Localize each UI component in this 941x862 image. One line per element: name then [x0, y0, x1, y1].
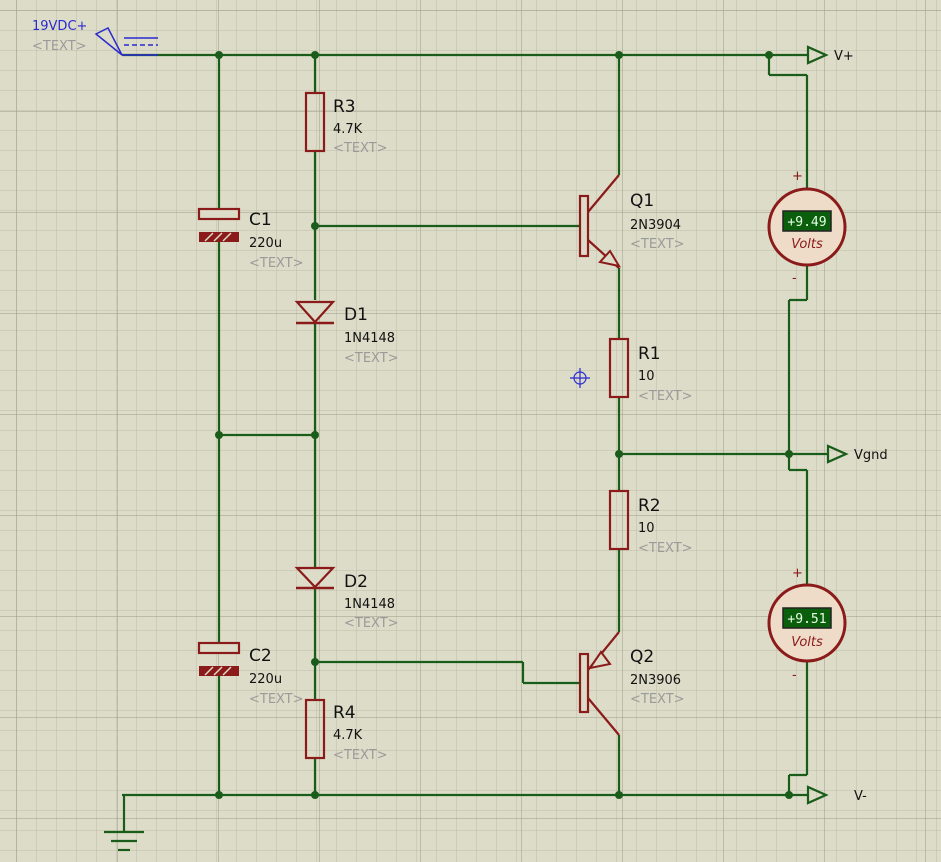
diode-icon — [294, 566, 336, 590]
junction-dots — [215, 51, 793, 799]
terminal-vplus[interactable]: V+ — [806, 45, 854, 65]
component-text: <TEXT> — [630, 237, 685, 252]
voltmeter-bottom[interactable]: +9.51 Volts + - — [767, 566, 847, 683]
lcd-display — [782, 607, 832, 629]
component-text: <TEXT> — [249, 692, 304, 707]
source-arrow-icon — [94, 26, 158, 56]
terminal-arrow-icon — [806, 785, 829, 805]
terminal-label: Vgnd — [854, 448, 888, 463]
component-designator: R1 — [638, 344, 661, 364]
diode-icon — [294, 300, 336, 325]
diode-d1[interactable]: D1 1N4148 <TEXT> — [294, 300, 399, 366]
capacitor-c2[interactable]: C2 220u <TEXT> — [197, 641, 304, 707]
transistor-q1[interactable]: Q1 2N3904 <TEXT> — [578, 174, 685, 269]
component-designator: D2 — [344, 572, 368, 592]
resistor-icon — [304, 91, 326, 153]
component-value: 4.7K — [333, 728, 363, 743]
component-designator: C1 — [249, 210, 272, 230]
resistor-r4[interactable]: R4 4.7K <TEXT> — [304, 698, 388, 763]
component-designator: R4 — [333, 703, 356, 723]
terminal-arrow-icon — [806, 45, 829, 65]
source-label: 19VDC+ — [32, 19, 87, 34]
voltmeter-minus-sign: - — [792, 271, 797, 286]
component-designator: C2 — [249, 646, 272, 666]
resistor-r1[interactable]: R1 10 <TEXT> — [608, 337, 693, 404]
resistor-icon — [608, 489, 630, 551]
component-text: <TEXT> — [249, 256, 304, 271]
terminal-label: V- — [854, 789, 867, 804]
component-value: 1N4148 — [344, 597, 395, 612]
component-value: 10 — [638, 521, 655, 536]
voltmeter-unit: Volts — [791, 635, 823, 650]
capacitor-icon — [197, 641, 241, 676]
voltmeter-plus-sign: + — [792, 566, 803, 581]
component-value: 1N4148 — [344, 331, 395, 346]
component-designator: Q2 — [630, 647, 654, 667]
terminal-arrow-icon — [826, 444, 849, 464]
component-value: 220u — [249, 672, 282, 687]
capacitor-icon — [197, 207, 241, 242]
component-text: <TEXT> — [638, 541, 693, 556]
component-value: 2N3904 — [630, 218, 681, 233]
resistor-r3[interactable]: R3 4.7K <TEXT> — [304, 91, 388, 156]
voltmeter-plus-sign: + — [792, 169, 803, 184]
component-text: <TEXT> — [344, 616, 399, 631]
component-designator: R2 — [638, 496, 661, 516]
resistor-icon — [608, 337, 630, 399]
voltmeter-reading: +9.49 — [787, 215, 826, 230]
terminal-vgnd[interactable]: Vgnd — [826, 444, 888, 464]
source-text: <TEXT> — [32, 39, 87, 54]
diode-d2[interactable]: D2 1N4148 <TEXT> — [294, 566, 399, 631]
component-value: 220u — [249, 236, 282, 251]
voltmeter-reading: +9.51 — [787, 612, 826, 627]
component-text: <TEXT> — [333, 141, 388, 156]
wires — [122, 53, 828, 832]
component-value: 4.7K — [333, 122, 363, 137]
component-value: 2N3906 — [630, 673, 681, 688]
component-text: <TEXT> — [344, 351, 399, 366]
voltmeter-unit: Volts — [791, 237, 823, 252]
origin-marker-icon — [570, 368, 590, 388]
capacitor-c1[interactable]: C1 220u <TEXT> — [197, 207, 304, 271]
component-designator: R3 — [333, 97, 356, 117]
transistor-q2[interactable]: Q2 2N3906 <TEXT> — [578, 631, 685, 736]
voltmeter-top[interactable]: +9.49 Volts + - — [767, 169, 847, 286]
voltmeter-minus-sign: - — [792, 668, 797, 683]
terminal-label: V+ — [834, 49, 854, 64]
component-designator: Q1 — [630, 191, 654, 211]
component-text: <TEXT> — [638, 389, 693, 404]
terminal-vminus[interactable]: V- — [806, 785, 867, 805]
component-text: <TEXT> — [630, 692, 685, 707]
resistor-r2[interactable]: R2 10 <TEXT> — [608, 489, 693, 556]
component-designator: D1 — [344, 305, 368, 325]
pnp-transistor-icon — [578, 631, 620, 736]
dc-source[interactable]: 19VDC+ <TEXT> — [32, 19, 158, 56]
npn-transistor-icon — [578, 174, 622, 269]
resistor-icon — [304, 698, 326, 760]
lcd-display — [782, 210, 832, 232]
ground-icon — [104, 830, 144, 852]
component-value: 10 — [638, 369, 655, 384]
component-text: <TEXT> — [333, 748, 388, 763]
